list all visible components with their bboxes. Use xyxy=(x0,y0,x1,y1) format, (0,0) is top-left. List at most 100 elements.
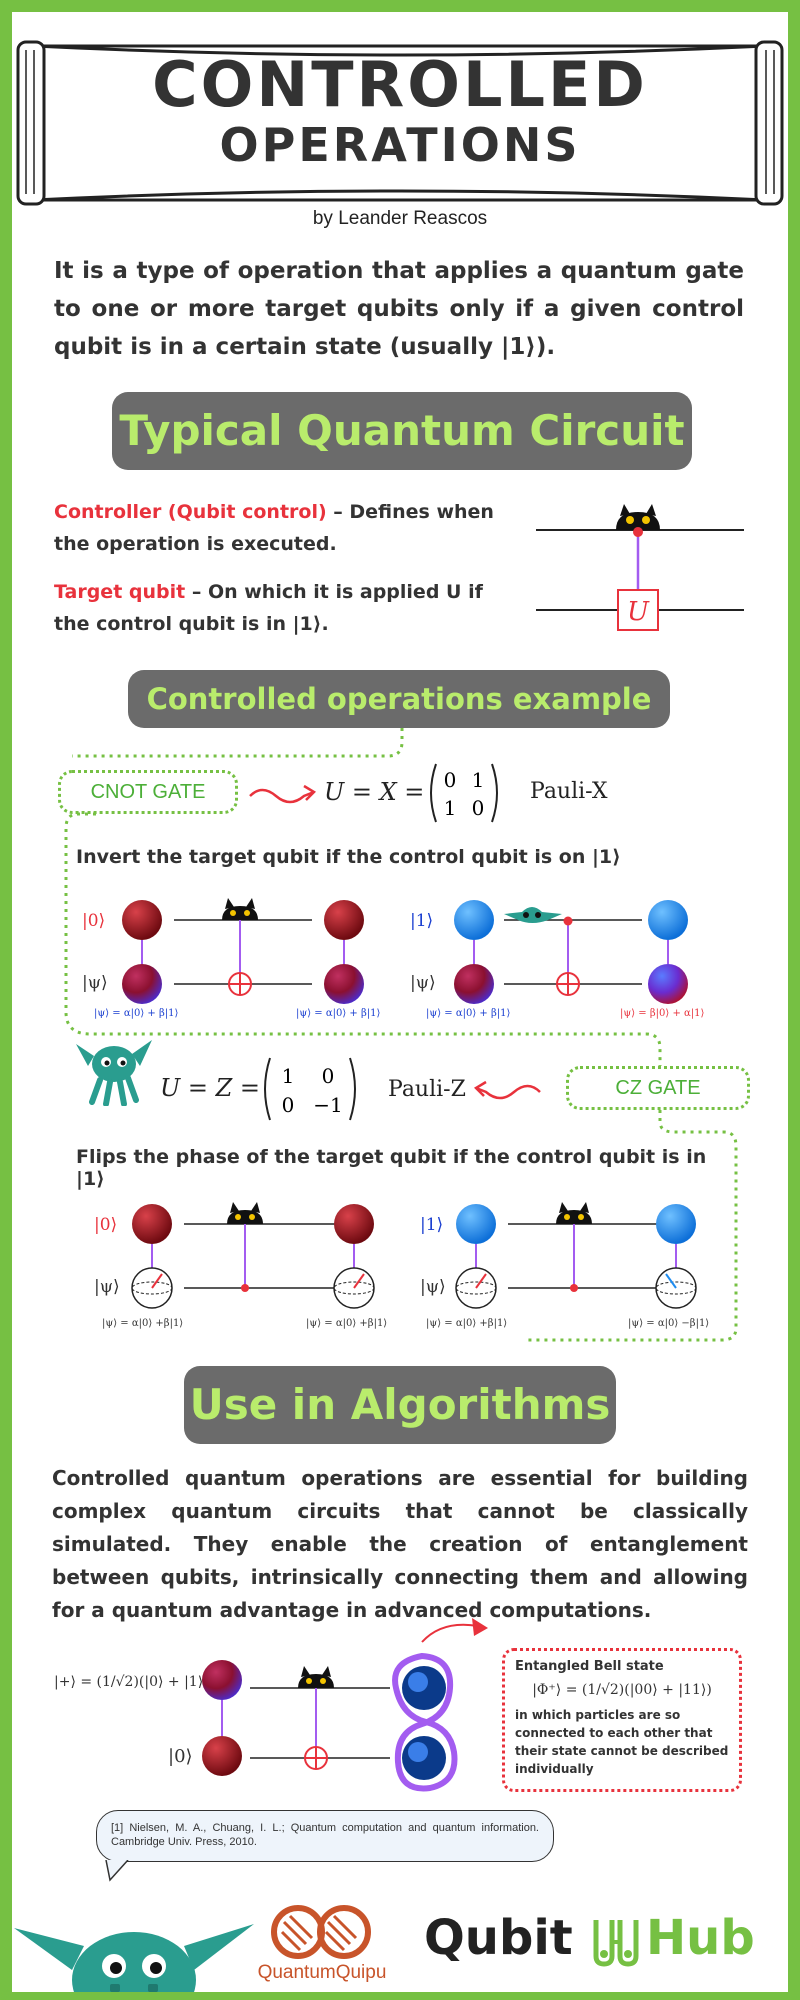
title-line-2: OPERATIONS xyxy=(219,118,581,172)
bell-description: in which particles are so connected to e… xyxy=(515,1708,729,1776)
control-dot xyxy=(563,916,573,926)
cz-target-dot xyxy=(241,1284,249,1292)
controller-term: Controller (Qubit control) xyxy=(54,501,327,523)
bloch-sphere-icon xyxy=(655,1267,697,1309)
qubit-sphere xyxy=(648,900,688,940)
cz-equation: U = Z = xyxy=(160,1074,261,1102)
control-dot xyxy=(633,527,643,537)
state-out-label: |ψ⟩ = α|0⟩ + β|1⟩ xyxy=(296,1008,380,1019)
qubit-sphere xyxy=(454,900,494,940)
quantumquipu-logo-text: QuantumQuipu xyxy=(257,1962,387,1983)
quantumquipu-logo-icon xyxy=(271,1905,371,1959)
cz-target-dot xyxy=(570,1284,578,1292)
cnot-circuit-ket1: |1⟩ |ψ⟩ |ψ⟩ = α|0⟩ + β|1⟩ |ψ⟩ = β|0⟩ + α… xyxy=(410,900,704,1019)
u-gate-box xyxy=(617,589,659,631)
qubit-sphere xyxy=(454,964,494,1004)
cat-control-icon xyxy=(222,898,258,920)
state-out-label: |ψ⟩ = α|0⟩ −β|1⟩ xyxy=(628,1318,709,1329)
cz-circuit-ket0: |0⟩ |ψ⟩ |ψ⟩ = α|0⟩ +β|1⟩ |ψ⟩ = α|0⟩ +β|1… xyxy=(94,1202,387,1329)
bell-state-box: Entangled Bell state |Φ⁺⟩ = (1/√2)(|00⟩ … xyxy=(502,1648,742,1792)
cat-control-icon xyxy=(556,1202,592,1224)
heading-typical-circuit: Typical Quantum Circuit xyxy=(112,392,692,470)
cnot-equation: U = X = xyxy=(324,778,425,806)
cnot-matrix-00: 0 xyxy=(444,768,457,792)
bell-state-circuit: |+⟩ = (1/√2)(|0⟩ + |1⟩) |0⟩ xyxy=(54,1618,488,1792)
qubithub-flask-icon xyxy=(593,1920,639,1967)
state-out-label: |ψ⟩ = α|0⟩ +β|1⟩ xyxy=(306,1318,387,1329)
psi-label: |ψ⟩ xyxy=(94,1277,120,1297)
cnot-circuit-ket0: |0⟩ |ψ⟩ |ψ⟩ = α|0⟩ + β|1⟩ |ψ⟩ = α|0⟩ + β… xyxy=(82,898,380,1019)
cz-matrix-00: 1 xyxy=(282,1064,295,1088)
bell-formula: |Φ⁺⟩ = (1/√2)(|00⟩ + |11⟩) xyxy=(532,1682,712,1698)
cz-matrix-11: −1 xyxy=(313,1093,342,1117)
cz-description: Flips the phase of the target qubit if t… xyxy=(76,1146,707,1190)
mascot-footer-icon xyxy=(14,1924,254,1992)
plus-state-label: |+⟩ = (1/√2)(|0⟩ + |1⟩) xyxy=(54,1674,209,1690)
state-out-label: |ψ⟩ = β|0⟩ + α|1⟩ xyxy=(620,1008,704,1019)
ket1-label: |1⟩ xyxy=(410,911,433,931)
qubithub-logo-hub: Hub xyxy=(646,1910,755,1966)
cnot-gate-box: CNOT GATE xyxy=(58,770,238,814)
author-byline: by Leander Reascos xyxy=(312,208,488,229)
algorithms-paragraph: Controlled quantum operations are essent… xyxy=(52,1466,748,1622)
qubit-sphere xyxy=(456,1204,496,1244)
cnot-matrix-11: 0 xyxy=(472,796,485,820)
controller-desc-text: – Defines when the operation is executed… xyxy=(54,501,494,555)
cnot-matrix-01: 1 xyxy=(472,768,485,792)
qubit-sphere xyxy=(122,964,162,1004)
target-description: Target qubit – On which it is applied U … xyxy=(54,576,504,640)
psi-label: |ψ⟩ xyxy=(410,973,436,993)
cz-matrix-01: 0 xyxy=(322,1064,335,1088)
qubit-sphere xyxy=(324,964,364,1004)
qubit-sphere xyxy=(324,900,364,940)
cz-matrix-10: 0 xyxy=(282,1093,295,1117)
cnot-matrix-10: 1 xyxy=(444,796,457,820)
entanglement-loop xyxy=(392,1652,458,1792)
qubithub-logo-qubit: Qubit xyxy=(424,1910,573,1966)
controller-description: Controller (Qubit control) – Defines whe… xyxy=(54,496,504,560)
ket0-label: |0⟩ xyxy=(94,1215,117,1235)
state-in-label: |ψ⟩ = α|0⟩ + β|1⟩ xyxy=(426,1008,510,1019)
cat-control-icon xyxy=(616,504,660,530)
bubble-tail xyxy=(105,1860,129,1882)
bloch-sphere-icon xyxy=(131,1267,173,1309)
qubit-sphere xyxy=(648,964,688,1004)
bloch-sphere-icon xyxy=(455,1267,497,1309)
cat-control-icon xyxy=(227,1202,263,1224)
cnot-matrix: 0 1 1 0 xyxy=(430,763,498,823)
cat-control-icon xyxy=(298,1666,334,1688)
target-desc-text: – On which it is applied U if the contro… xyxy=(54,581,483,635)
creature-control-icon xyxy=(504,907,562,923)
qubit-sphere xyxy=(656,1204,696,1244)
heading-algorithms: Use in Algorithms xyxy=(184,1366,616,1444)
pointer-arrow-icon xyxy=(421,1623,479,1643)
psi-label: |ψ⟩ xyxy=(82,973,108,993)
intro-paragraph: It is a type of operation that applies a… xyxy=(54,258,744,360)
mascot-creature-icon xyxy=(76,1040,152,1106)
qubit-sphere xyxy=(334,1204,374,1244)
title-scroll-banner xyxy=(16,40,784,206)
psi-label: |ψ⟩ xyxy=(420,1277,446,1297)
ket0-label: |0⟩ xyxy=(168,1746,193,1767)
pauli-x-label: Pauli-X xyxy=(530,779,608,804)
bell-title: Entangled Bell state xyxy=(515,1659,664,1674)
qubit-sphere xyxy=(202,1736,242,1776)
pauli-z-label: Pauli-Z xyxy=(388,1077,466,1102)
qubit-sphere xyxy=(132,1204,172,1244)
target-term: Target qubit xyxy=(54,581,186,603)
bloch-sphere-icon xyxy=(333,1267,375,1309)
cz-circuit-ket1: |1⟩ |ψ⟩ |ψ⟩ = α|0⟩ +β|1⟩ |ψ⟩ = α|0⟩ −β|1… xyxy=(420,1202,709,1329)
squiggle-arrow-right-icon xyxy=(249,784,317,804)
state-in-label: |ψ⟩ = α|0⟩ + β|1⟩ xyxy=(94,1008,178,1019)
state-in-label: |ψ⟩ = α|0⟩ +β|1⟩ xyxy=(102,1318,183,1329)
u-gate-label: U xyxy=(627,597,650,627)
ket0-label: |0⟩ xyxy=(82,911,105,931)
reference-bubble: [1] Nielsen, M. A., Chuang, I. L.; Quant… xyxy=(96,1810,554,1862)
qubit-sphere xyxy=(122,900,162,940)
title-line-1: CONTROLLED xyxy=(152,48,648,121)
ket1-label: |1⟩ xyxy=(420,1215,443,1235)
squiggle-arrow-left-icon xyxy=(473,1080,541,1100)
cnot-description: Invert the target qubit if the control q… xyxy=(76,846,621,868)
